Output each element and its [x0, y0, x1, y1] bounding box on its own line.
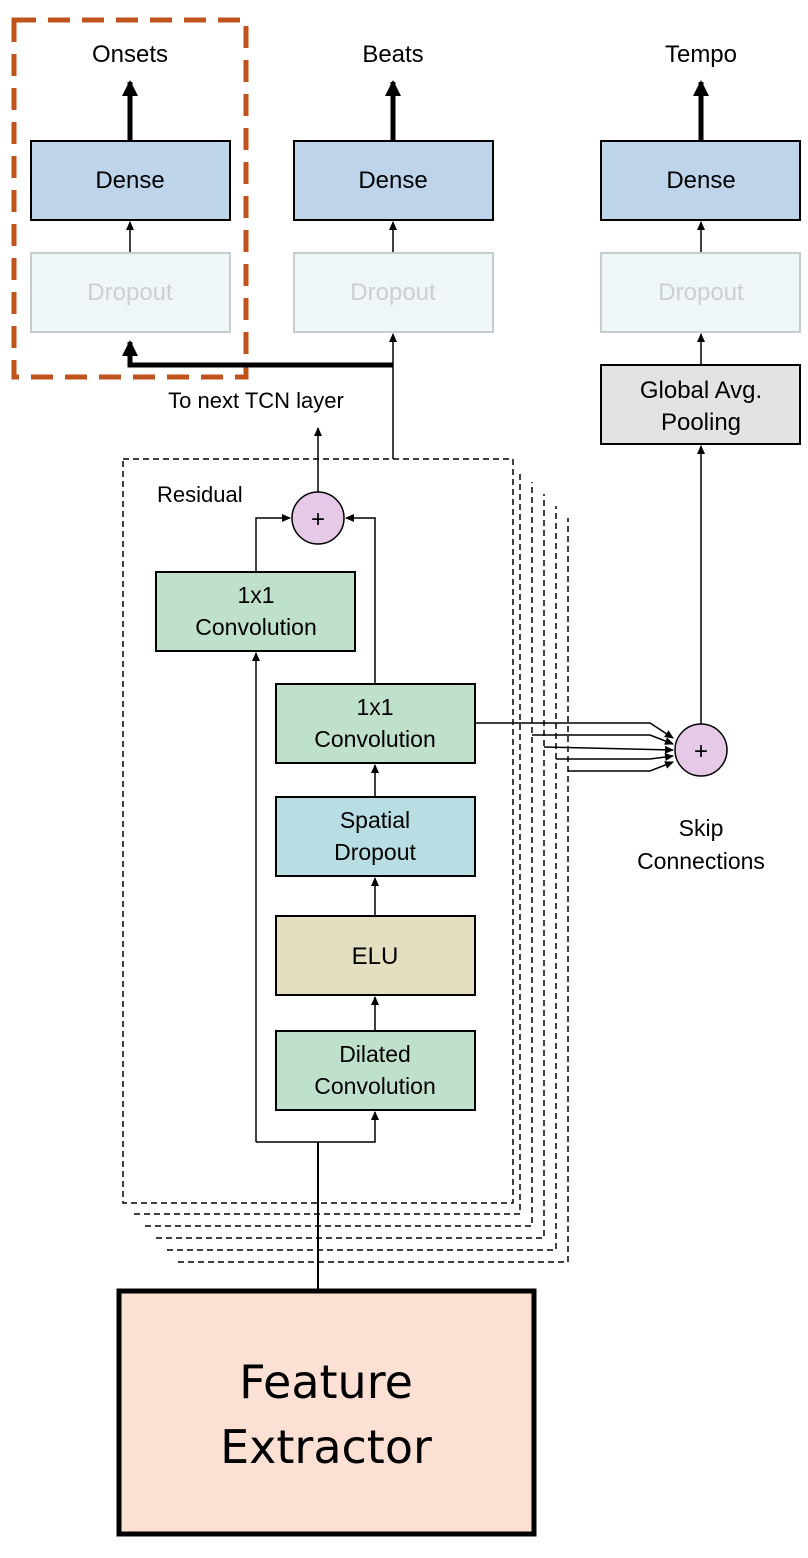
residual-conv1x1-line1: 1x1	[237, 582, 274, 608]
elu-box	[275, 915, 476, 996]
residual-sum-node	[291, 491, 345, 545]
residual-conv-to-sum-arrow	[255, 514, 291, 572]
tcn-stack-layer-1	[134, 470, 521, 1215]
residual-label: Residual	[157, 482, 243, 507]
feature-extractor-box	[116, 1288, 537, 1537]
global-avg-pooling-box	[600, 364, 801, 445]
beats-label: Beats	[362, 41, 423, 68]
main-conv1x1-line1: 1x1	[356, 694, 393, 720]
onsets-head-highlight	[11, 17, 249, 380]
beats-dropout-label: Dropout	[350, 279, 436, 306]
tempo-dense-label: Dense	[666, 167, 735, 194]
pooling-label-line1: Global Avg.	[640, 377, 762, 404]
skip-connections-line2: Connections	[637, 848, 765, 874]
skip-connections-line1: Skip	[679, 815, 724, 841]
tempo-dropout-label: Dropout	[658, 279, 744, 306]
onsets-label: Onsets	[92, 41, 168, 68]
spatial-dropout-box	[275, 796, 476, 877]
tcn-stack-layer-2	[145, 482, 533, 1227]
main-conv-to-sum-arrow	[345, 514, 376, 684]
elu-label: ELU	[352, 943, 399, 970]
skip-connection-4	[556, 753, 674, 762]
skip-connection-5	[568, 761, 674, 772]
residual-conv1x1-box	[155, 571, 356, 652]
residual-sum-plus: +	[311, 506, 325, 533]
dilated-conv-line1: Dilated	[339, 1041, 411, 1067]
onsets-dense-label: Dense	[95, 167, 164, 194]
feature-extractor-line2: Extractor	[220, 1420, 432, 1474]
beats-dense-box	[293, 140, 494, 221]
next-tcn-layer-label: To next TCN layer	[168, 388, 344, 413]
spatial-dropout-line1: Spatial	[340, 807, 410, 833]
dilated-conv-box	[275, 1030, 476, 1111]
pooling-label-line2: Pooling	[661, 409, 741, 436]
tcn-to-onsets-bold-path	[122, 340, 393, 368]
main-conv1x1-line2: Convolution	[314, 726, 435, 752]
beats-dropout-box	[293, 252, 494, 333]
skip-sum-plus: +	[694, 738, 708, 765]
onsets-dense-box	[30, 140, 231, 221]
skip-connection-2	[532, 734, 674, 745]
tempo-label: Tempo	[665, 41, 737, 68]
beats-dense-label: Dense	[358, 167, 427, 194]
spatial-dropout-line2: Dropout	[334, 839, 416, 865]
residual-conv1x1-line2: Convolution	[195, 614, 316, 640]
tcn-stack-layer-3	[156, 494, 545, 1239]
onsets-dropout-label: Dropout	[87, 279, 173, 306]
tcn-stack-layer-4	[167, 506, 557, 1251]
feature-extractor-line1: Feature	[239, 1355, 413, 1409]
main-conv1x1-box	[275, 683, 476, 764]
skip-connection-3	[543, 745, 674, 754]
input-to-dilated-arrow	[256, 1111, 379, 1143]
tempo-dense-box	[600, 140, 801, 221]
skip-connection-1	[475, 722, 674, 739]
tcn-stack-layer-5	[178, 518, 569, 1263]
tempo-dropout-box	[600, 252, 801, 333]
onsets-dropout-box	[30, 252, 231, 333]
dilated-conv-line2: Convolution	[314, 1073, 435, 1099]
